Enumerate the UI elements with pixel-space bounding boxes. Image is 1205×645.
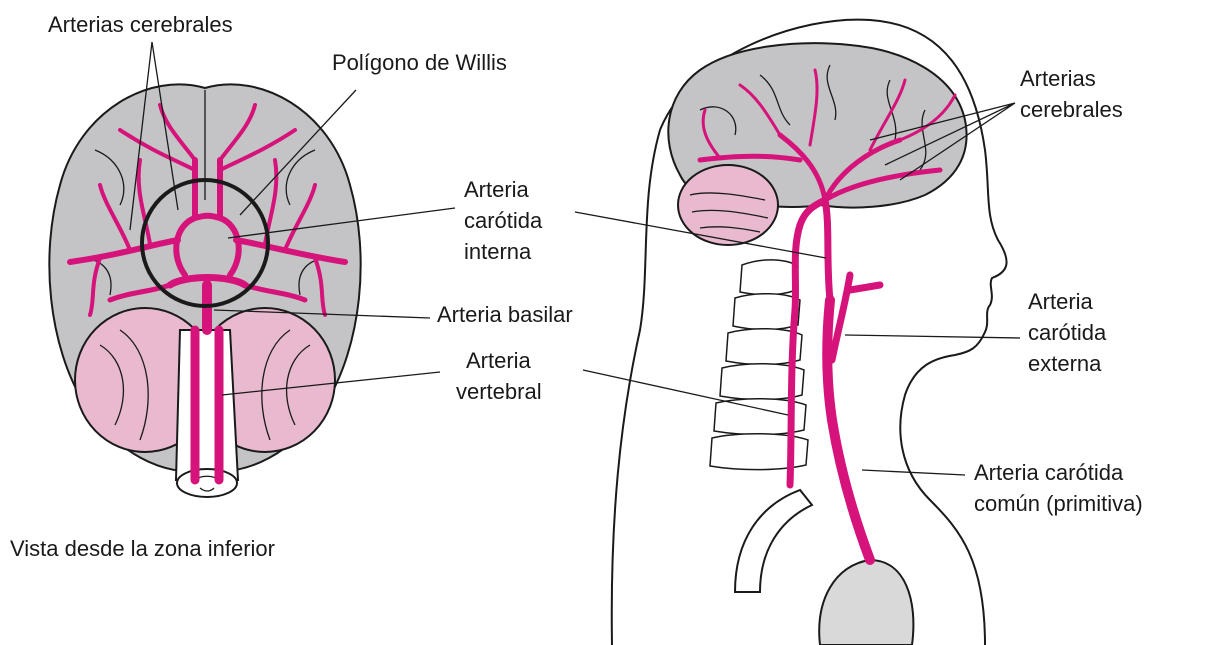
label-vertebral-line2: vertebral [456, 379, 542, 404]
label-arterias-side-line2: cerebrales [1020, 97, 1123, 122]
label-carotida-comun-line2: común (primitiva) [974, 491, 1143, 516]
caption-vista-inferior: Vista desde la zona inferior [10, 536, 275, 561]
brainstem [176, 330, 238, 480]
label-carotida-interna-line1: Arteria [464, 177, 530, 202]
label-carotida-externa-line2: carótida [1028, 320, 1107, 345]
label-carotida-comun-line1: Arteria carótida [974, 460, 1124, 485]
label-arterias-cerebrales: Arterias cerebrales [48, 12, 233, 37]
brain-bottom-view [49, 42, 455, 497]
label-carotida-externa-line1: Arteria [1028, 289, 1094, 314]
label-arterias-side-line1: Arterias [1020, 66, 1096, 91]
label-carotida-interna-line2: carótida [464, 208, 543, 233]
label-arteria-basilar: Arteria basilar [437, 302, 573, 327]
label-vertebral-line1: Arteria [466, 348, 532, 373]
label-carotida-externa-line3: externa [1028, 351, 1102, 376]
head-side-view [575, 20, 1020, 645]
label-carotida-interna-line3: interna [464, 239, 532, 264]
label-poligono-willis: Polígono de Willis [332, 50, 507, 75]
spinal-cord-section [177, 469, 237, 497]
